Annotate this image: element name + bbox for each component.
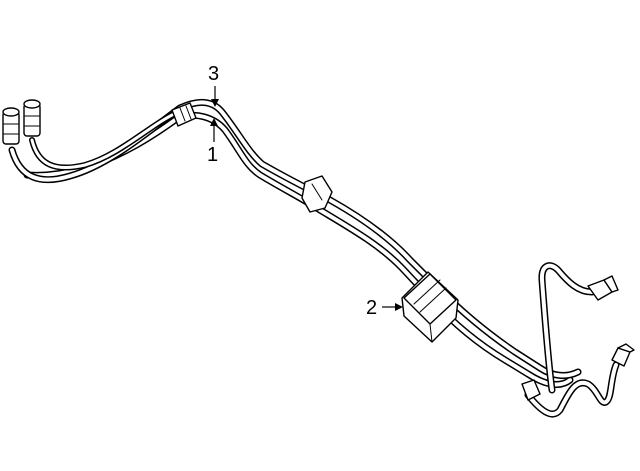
lower-right-branch-line	[524, 361, 620, 418]
cooler-tube-outer	[8, 99, 582, 379]
callout-3-arrowhead	[211, 99, 219, 107]
left-fitting-2	[23, 99, 41, 137]
cooler-tube-inner	[23, 112, 574, 389]
callout-1-label: 1	[207, 144, 218, 166]
upper-right-branch-line	[538, 262, 596, 394]
callout-2: 2	[366, 297, 403, 319]
hose-clamp-lower	[521, 379, 541, 401]
callout-1: 1	[207, 118, 218, 166]
callout-3: 3	[208, 63, 219, 107]
callout-1-arrowhead	[210, 118, 218, 126]
retaining-clip-mid	[301, 175, 333, 213]
callout-2-arrowhead	[395, 303, 403, 311]
right-fitting-lower	[611, 343, 635, 367]
callout-3-label: 3	[208, 63, 219, 85]
cooler-tube-strand	[29, 109, 181, 171]
left-fitting-1	[2, 107, 20, 145]
cooler-line-bracket	[401, 271, 459, 343]
right-fitting-upper	[587, 275, 619, 301]
hose-clamp-upper	[171, 102, 197, 127]
callout-2-label: 2	[366, 297, 377, 319]
